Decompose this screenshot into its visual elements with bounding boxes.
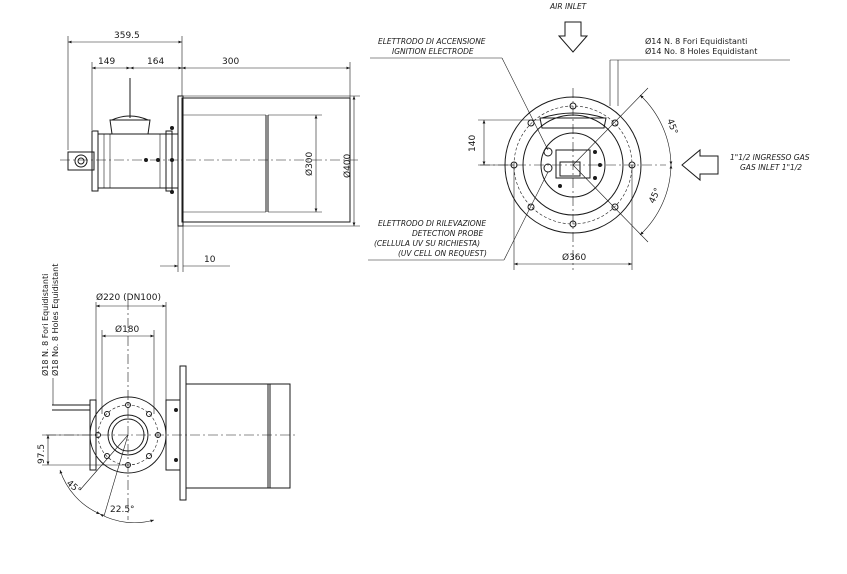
dim-140: 140	[468, 135, 478, 152]
holes18-label-it: Ø18 N. 8 Fori Equidistanti	[40, 274, 50, 376]
holes14-label-en: Ø14 No. 8 Holes Equidistant	[645, 46, 757, 56]
uv-label-it: (CELLULA UV SU RICHIESTA)	[374, 239, 480, 248]
dim-dia180: Ø180	[115, 324, 140, 335]
gas-inlet-label-en: GAS INLET 1"1/2	[740, 163, 802, 172]
probe-label-en: DETECTION PROBE	[412, 229, 484, 238]
uv-label-en: (UV CELL ON REQUEST)	[398, 249, 487, 258]
dim-dia220: Ø220 (DN100)	[96, 292, 161, 303]
side-view: 359.5 149 164 300 Ø300 Ø400 10	[60, 31, 360, 272]
holes18-label-en: Ø18 No. 8 Holes Equidistant	[50, 264, 60, 376]
dim-dia400: Ø400	[342, 153, 353, 178]
dim-angle45-side: 45°	[648, 187, 664, 206]
air-inlet-housing	[109, 119, 151, 135]
dim-149: 149	[98, 57, 115, 67]
dim-angle45-top: 45°	[664, 118, 679, 136]
air-inlet-label: AIR INLET	[549, 2, 588, 11]
gas-inlet-arrow	[681, 148, 719, 182]
dim-97-5: 97.5	[37, 444, 47, 464]
ignition-label-en: IGNITION ELECTRODE	[392, 47, 474, 56]
dim-dia360: Ø360	[562, 252, 587, 263]
dim-300-length: 300	[222, 57, 239, 67]
dim-164: 164	[147, 57, 164, 67]
gas-inlet-label-it: 1"1/2 INGRESSO GAS	[730, 153, 810, 162]
front-view: AIR INLET 1"1/2 INGRESSO GAS GAS INLET 1…	[368, 2, 810, 270]
air-inlet-arrow	[557, 21, 589, 53]
dim-overall-length: 359.5	[114, 31, 140, 41]
gas-inlet-fitting	[67, 151, 95, 171]
dim-dia300: Ø300	[304, 151, 315, 176]
dim-10: 10	[204, 255, 216, 265]
bottom-body	[185, 383, 291, 489]
holes14-label-it: Ø14 N. 8 Fori Equidistanti	[645, 36, 747, 46]
ignition-label-it: ELETTRODO DI ACCENSIONE	[378, 37, 486, 46]
dim-angle22-5: 22.5°	[110, 505, 135, 515]
bottom-flange	[179, 365, 187, 501]
probe-label-it: ELETTRODO DI RILEVAZIONE	[378, 219, 486, 228]
ignition-electrode	[543, 147, 553, 157]
bottom-view: Ø220 (DN100) Ø180 Ø18 N. 8 Fori Equidist…	[37, 264, 296, 524]
gas-flange-holes	[95, 402, 161, 468]
dim-angle45-bottom: 45°	[64, 479, 83, 497]
